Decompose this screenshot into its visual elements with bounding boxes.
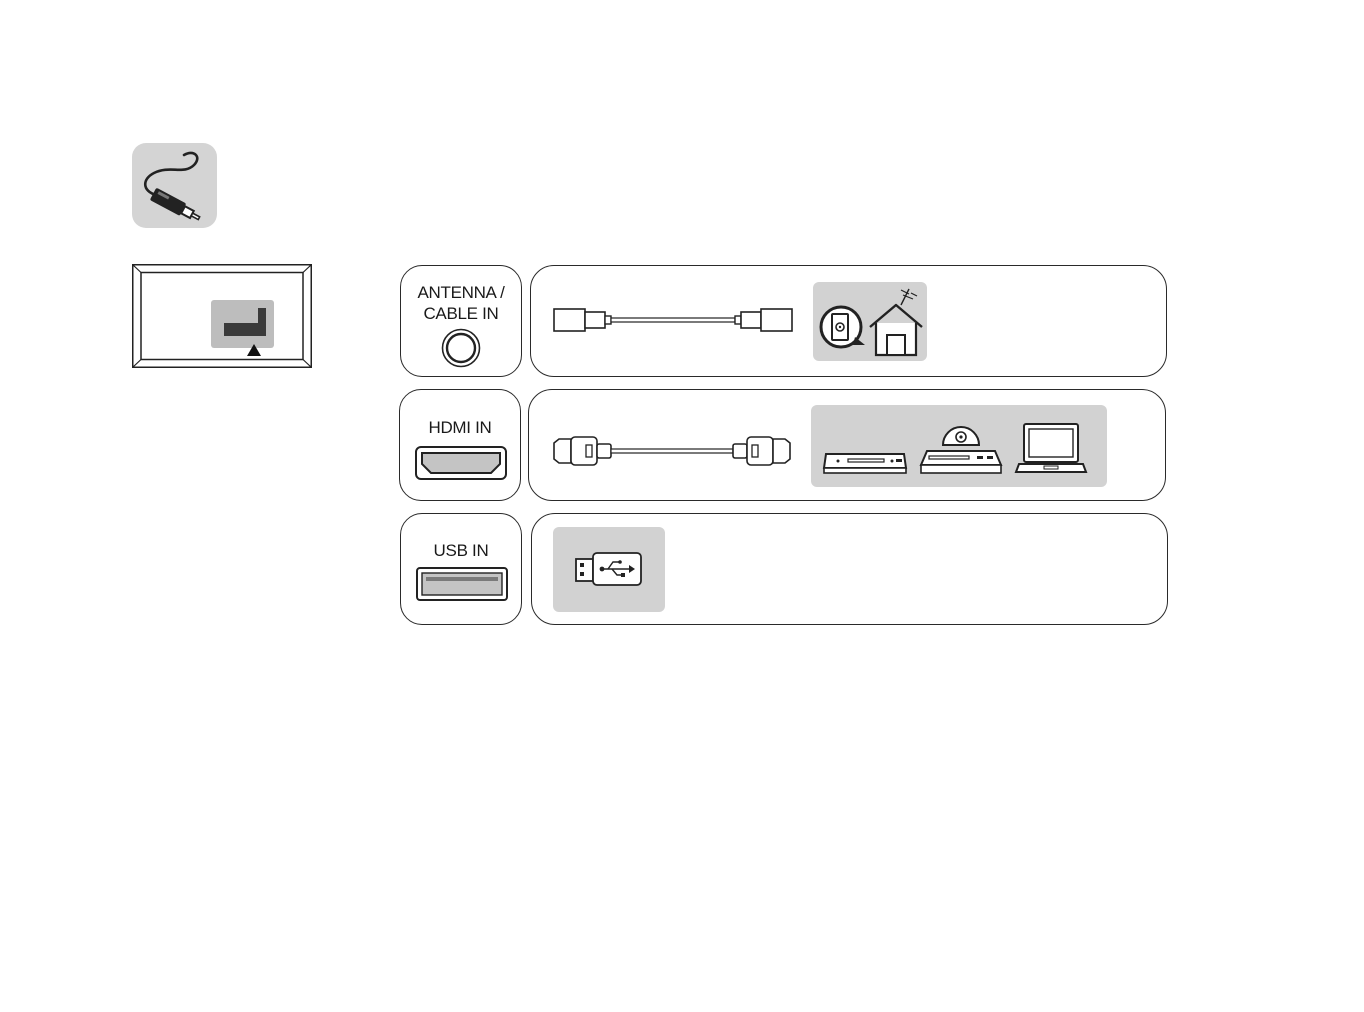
- antenna-port-label-line1: ANTENNA /: [401, 282, 521, 303]
- hdmi-cable-icon: [553, 435, 791, 467]
- cable-connection-icon: [132, 143, 217, 228]
- house-antenna-icon: [867, 287, 925, 357]
- tv-rear-panel: [132, 264, 312, 368]
- tv-rear-port-location-icon: [132, 264, 312, 368]
- usb-drive-icon: [575, 552, 643, 586]
- antenna-port-box: ANTENNA / CABLE IN: [400, 265, 522, 377]
- antenna-connection-box: [530, 265, 1167, 377]
- usb-device-tile: [553, 527, 665, 612]
- usb-port-icon: [416, 567, 508, 601]
- wall-outlet-icon: [817, 303, 865, 353]
- cable-connection-icon-tile: [132, 143, 217, 228]
- hdmi-connection-box: [528, 389, 1166, 501]
- laptop-icon: [1015, 422, 1087, 476]
- usb-port-label: USB IN: [401, 540, 521, 561]
- disc-player-icon: [919, 421, 1003, 477]
- hdmi-devices-tile: [811, 405, 1107, 487]
- antenna-port-label-line2: CABLE IN: [401, 303, 521, 324]
- set-top-box-icon: [822, 450, 908, 476]
- hdmi-port-icon: [415, 446, 507, 480]
- coaxial-cable-icon: [553, 306, 793, 336]
- usb-port-box: USB IN: [400, 513, 522, 625]
- usb-connection-box: [531, 513, 1168, 625]
- hdmi-port-label: HDMI IN: [400, 417, 520, 438]
- antenna-source-tile: [813, 282, 927, 361]
- hdmi-port-box: HDMI IN: [399, 389, 521, 501]
- coax-port-icon: [441, 328, 481, 368]
